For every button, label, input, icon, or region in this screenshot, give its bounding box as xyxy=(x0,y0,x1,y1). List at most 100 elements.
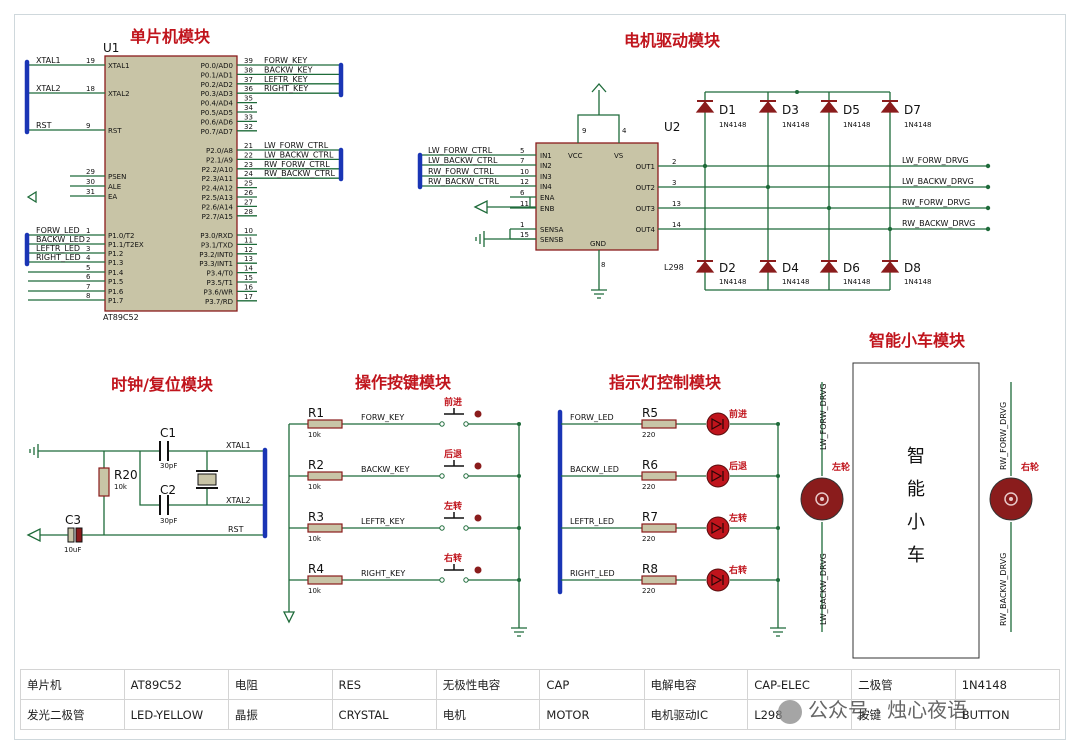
driver-output-pin-num: 14 xyxy=(672,221,681,229)
leds-section-title: 指示灯控制模块 xyxy=(609,373,722,392)
mcu-right-pin-num: 34 xyxy=(244,104,253,112)
key-contact-icon xyxy=(463,577,469,583)
driver-output-pin-num: 2 xyxy=(672,158,676,166)
mcu-right-pin-name: P2.6/A14 xyxy=(202,203,234,211)
mcu-right-net-label: RW_BACKW_CTRL xyxy=(264,169,335,178)
diode-icon xyxy=(880,261,900,273)
led-diode-symbol xyxy=(711,417,724,431)
key-resistor-ref: R2 xyxy=(308,458,324,472)
key-resistor-ref: R4 xyxy=(308,562,324,576)
driver-section-title: 电机驱动模块 xyxy=(624,31,721,50)
bom-cell: 电机驱动IC xyxy=(643,699,749,730)
key-contact-icon xyxy=(439,473,445,479)
key-resistor-body xyxy=(307,575,343,585)
watermark-text: 公众号 · 烛心夜语 xyxy=(808,698,968,722)
mcu-right-pin-name: P0.5/AD5 xyxy=(201,109,233,117)
mcu-left-pin-num: 8 xyxy=(86,292,90,300)
driver-output-terminal-icon xyxy=(985,184,991,190)
driver-output-pin-name: OUT3 xyxy=(636,205,655,213)
diode-ref: D1 xyxy=(719,103,736,117)
bom-cell: MOTOR xyxy=(539,699,645,730)
driver-input-pin-name: ENB xyxy=(540,205,555,213)
right-wheel-top-net: RW_FORW_DRVG xyxy=(999,402,1008,470)
right-wheel-bottom-net: RW_BACKW_DRVG xyxy=(999,553,1008,626)
c3-plate-a xyxy=(67,527,75,543)
mcu-left-pin-num: 7 xyxy=(86,283,90,291)
mcu-left-net-label: BACKW_LED xyxy=(36,235,85,244)
mcu-left-pin-name: P1.6 xyxy=(108,288,124,296)
bom-cell: 单片机 xyxy=(20,669,125,700)
led-icon xyxy=(706,516,730,540)
diode-icon xyxy=(695,261,715,273)
r20-body xyxy=(98,467,110,497)
c1-value: 30pF xyxy=(160,462,177,470)
key-resistor-value: 10k xyxy=(308,431,322,439)
led-net-label: BACKW_LED xyxy=(570,465,619,474)
push-button-cap-icon xyxy=(474,566,482,574)
driver-output-pin-num: 3 xyxy=(672,179,676,187)
key-contact-icon xyxy=(463,473,469,479)
mcu-right-pin-name: P3.2/INT0 xyxy=(199,251,233,259)
driver-output-net-label: LW_BACKW_DRVG xyxy=(902,177,974,186)
right-wheel-label: 右轮 xyxy=(1020,461,1039,473)
driver-output-terminal-icon xyxy=(985,163,991,169)
mcu-left-net-label: LEFTR_LED xyxy=(36,244,80,253)
mcu-right-pin-num: 23 xyxy=(244,161,253,169)
driver-input-pin-num: 12 xyxy=(520,178,529,186)
mcu-right-pin-name: P3.0/RXD xyxy=(200,232,233,240)
driver-input-pin-name: SENSB xyxy=(540,236,564,244)
car-char-2: 能 xyxy=(907,479,925,500)
bom-cell: 电阻 xyxy=(227,669,333,700)
en-arrow-icon xyxy=(473,199,488,215)
led-resistor-body xyxy=(641,471,677,481)
ea-arrow-icon xyxy=(26,190,37,204)
mcu-right-pin-name: P2.0/A8 xyxy=(206,147,233,155)
car-char-3: 小 xyxy=(907,512,925,533)
keys-section-title: 操作按键模块 xyxy=(355,373,452,392)
right-wheel-hub-icon xyxy=(1004,492,1018,506)
keys-vcc-icon xyxy=(282,611,296,624)
mcu-left-pin-name: RST xyxy=(108,127,122,135)
mcu-right-pin-num: 24 xyxy=(244,170,253,178)
led-resistor-value: 220 xyxy=(642,431,655,439)
led-icon xyxy=(706,568,730,592)
bom-cell: 发光二极管 xyxy=(20,699,125,730)
key-resistor-value: 10k xyxy=(308,535,322,543)
driver-output-pin-name: OUT1 xyxy=(636,163,655,171)
driver-input-pin-num: 1 xyxy=(520,221,524,229)
driver-input-pin-num: 7 xyxy=(520,157,524,165)
diode-part: 1N4148 xyxy=(843,121,871,129)
key-label: 前进 xyxy=(444,396,462,408)
driver-input-pin-num: 15 xyxy=(520,231,529,239)
driver-output-net-label: RW_FORW_DRVG xyxy=(902,198,970,207)
mcu-right-pin-num: 26 xyxy=(244,189,253,197)
bom-cell: CAP xyxy=(539,669,645,700)
diode-ref: D4 xyxy=(782,261,799,275)
mcu-left-pin-num: 1 xyxy=(86,227,90,235)
c2-value: 30pF xyxy=(160,517,177,525)
diode-icon xyxy=(880,101,900,113)
driver-ground-icon xyxy=(591,250,607,299)
mcu-right-pin-name: P2.1/A9 xyxy=(206,156,233,164)
mcu-left-pin-num: 2 xyxy=(86,236,90,244)
diode-ref: D5 xyxy=(843,103,860,117)
car-char-1: 智 xyxy=(907,446,925,467)
diode-part: 1N4148 xyxy=(782,121,810,129)
mcu-left-pin-name: P1.5 xyxy=(108,278,123,286)
c3-arrow-icon xyxy=(26,527,41,543)
driver-output-net-label: RW_BACKW_DRVG xyxy=(902,219,975,228)
key-resistor-body xyxy=(307,471,343,481)
mcu-right-pin-num: 32 xyxy=(244,123,253,131)
net-xtal2: XTAL2 xyxy=(226,496,251,505)
driver-output-pins: 2OUT1LW_FORW_DRVG3OUT2LW_BACKW_DRVG13OUT… xyxy=(636,156,991,234)
mcu-right-pin-num: 22 xyxy=(244,151,253,159)
led-junction-icon xyxy=(776,422,780,426)
led-junction-icon xyxy=(776,578,780,582)
car-section-title: 智能小车模块 xyxy=(869,331,966,350)
c1-ref: C1 xyxy=(160,426,176,440)
mcu-left-pin-name: P1.2 xyxy=(108,250,123,258)
mcu-left-pin-num: 4 xyxy=(86,254,91,262)
vs-pin-name: VS xyxy=(614,152,624,160)
mcu-left-pin-name: P1.4 xyxy=(108,269,124,277)
push-button-cap-icon xyxy=(474,462,482,470)
